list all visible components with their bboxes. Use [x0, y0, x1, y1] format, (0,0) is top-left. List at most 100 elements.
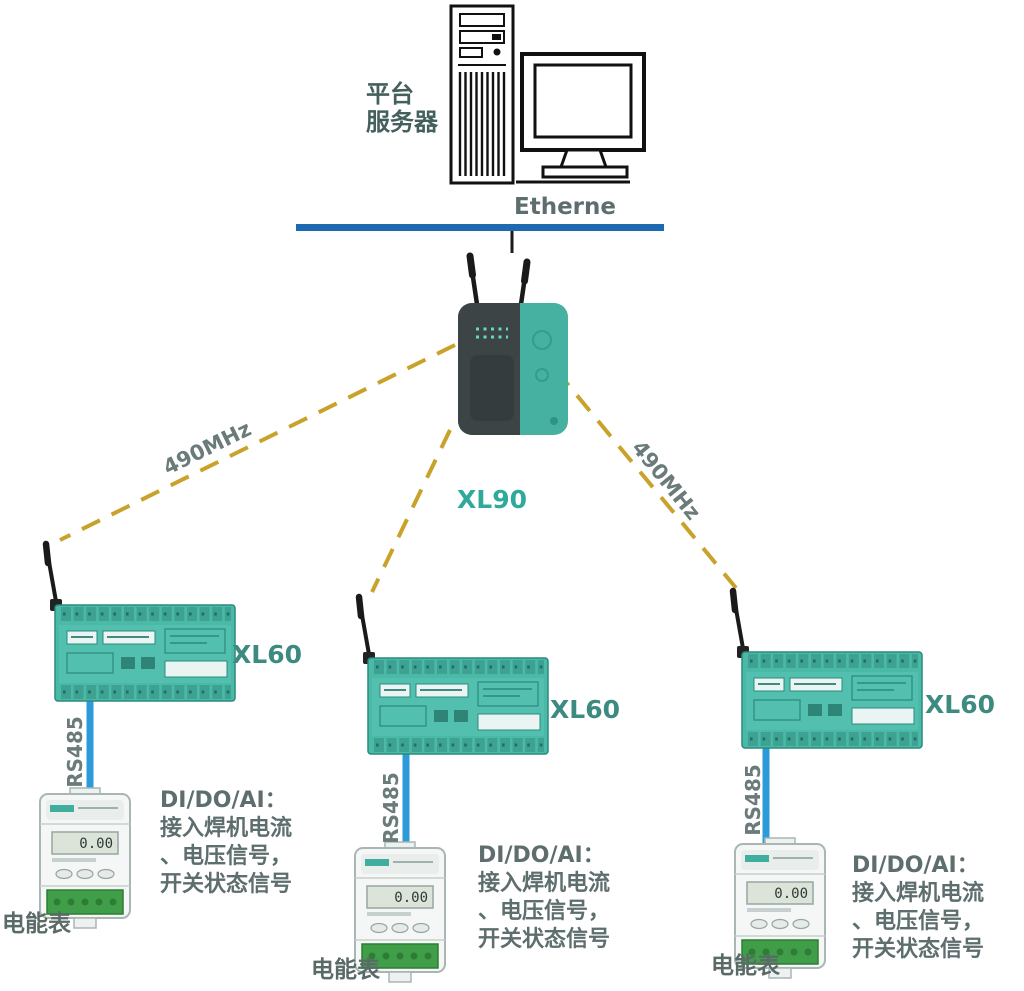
- controller-device-xl60-right: [729, 587, 923, 749]
- meter-button: [412, 922, 430, 934]
- terminal-screw: [410, 952, 418, 960]
- wireless-link-middle: [370, 429, 452, 593]
- gateway-panel-inset: [470, 355, 514, 421]
- server-label: 平台 服务器: [366, 80, 438, 136]
- print-block: [379, 705, 427, 727]
- drive-button: [492, 34, 501, 40]
- label-plate: [164, 660, 228, 678]
- monitor-base: [541, 165, 629, 179]
- terminal-screw: [424, 952, 432, 960]
- label-strip: [52, 858, 96, 862]
- monitor-stand: [558, 148, 609, 169]
- power-button: [493, 48, 501, 56]
- meter-button: [55, 868, 73, 880]
- monitor: [516, 52, 646, 184]
- meter-button: [76, 868, 94, 880]
- gateway-knockout: [532, 330, 552, 350]
- controller-antenna-tip: [42, 540, 52, 567]
- server-tower: [449, 4, 515, 185]
- meter-button: [370, 922, 388, 934]
- meter-lcd-value: 0.00: [79, 836, 113, 852]
- din-clip-bottom: [768, 967, 792, 979]
- brand-mark: [50, 805, 74, 812]
- label-strip: [747, 908, 791, 912]
- terminal-screw: [81, 898, 89, 906]
- terminal-screw: [53, 898, 61, 906]
- meter-button: [750, 918, 768, 930]
- controller-antenna-tip: [355, 593, 365, 620]
- meter-label-right: 电能表: [711, 953, 780, 979]
- rs485-label-left: RS485: [63, 716, 87, 788]
- controller-label-middle: XL60: [550, 695, 620, 724]
- meter-lcd-value: 0.00: [394, 890, 428, 906]
- brand-mark: [745, 855, 769, 862]
- terminal-screw: [762, 948, 770, 956]
- vent-grille: [458, 72, 506, 176]
- terminal-screw: [368, 952, 376, 960]
- print-block: [66, 652, 114, 674]
- port: [828, 704, 842, 716]
- ethernet-label: Etherne: [514, 194, 616, 220]
- label-plate: [477, 713, 541, 731]
- print-block: [753, 699, 801, 721]
- port: [808, 704, 822, 716]
- floppy-slot: [459, 47, 483, 58]
- print-block: [851, 675, 913, 701]
- io-description-middle: DI/DO/AI： 接入焊机电流 、电压信号， 开关状态信号: [478, 843, 611, 952]
- port: [434, 710, 448, 722]
- controller-device-xl60-middle: [355, 593, 549, 755]
- energy-meter-right: 0.00: [734, 837, 826, 979]
- terminal-screw: [776, 948, 784, 956]
- print-block: [477, 681, 539, 707]
- energy-meter-left: 0.00: [39, 787, 131, 929]
- terminal-screw: [804, 948, 812, 956]
- gateway-device-xl90: [458, 252, 568, 435]
- port: [454, 710, 468, 722]
- terminal-screw: [109, 898, 117, 906]
- wireless-link-left: [59, 343, 456, 542]
- din-clip-bottom: [73, 917, 97, 929]
- rs485-label-right: RS485: [741, 764, 765, 836]
- controller-antenna-tip: [729, 587, 739, 614]
- drive-bay: [459, 13, 505, 27]
- io-description-left: DI/DO/AI： 接入焊机电流 、电压信号， 开关状态信号: [160, 788, 293, 897]
- gateway-label: XL90: [457, 485, 527, 514]
- meter-button: [771, 918, 789, 930]
- terminal-screw: [396, 952, 404, 960]
- din-clip-bottom: [388, 971, 412, 983]
- terminal-screw: [382, 952, 390, 960]
- print-block: [164, 628, 226, 654]
- meter-button: [97, 868, 115, 880]
- controller-device-xl60-left: [42, 540, 236, 702]
- gateway-antenna-right-tip: [521, 258, 531, 285]
- meter-lcd: [51, 831, 119, 855]
- gateway-antenna-left-tip: [466, 252, 476, 279]
- controller-label-right: XL60: [925, 690, 995, 719]
- meter-label-left: 电能表: [2, 911, 71, 937]
- ethernet-bus-line: [296, 224, 664, 231]
- meter-lcd: [746, 881, 814, 905]
- label-strip: [367, 912, 411, 916]
- controller-label-left: XL60: [232, 640, 302, 669]
- port: [141, 657, 155, 669]
- port: [121, 657, 135, 669]
- gateway-knockout: [535, 368, 549, 382]
- meter-button: [792, 918, 810, 930]
- terminal-screw: [67, 898, 75, 906]
- wireless-link-right: [554, 368, 738, 590]
- label-plate: [851, 707, 915, 725]
- drive-bay: [459, 30, 505, 44]
- meter-button: [391, 922, 409, 934]
- io-description-right: DI/DO/AI： 接入焊机电流 、电压信号， 开关状态信号: [852, 853, 985, 962]
- meter-lcd-value: 0.00: [774, 886, 808, 902]
- monitor-screen: [533, 63, 633, 139]
- brand-mark: [365, 859, 389, 866]
- terminal-screw: [95, 898, 103, 906]
- terminal-screw: [748, 948, 756, 956]
- gateway-screw: [550, 417, 558, 425]
- meter-label-middle: 电能表: [311, 957, 380, 983]
- terminal-screw: [790, 948, 798, 956]
- rs485-label-middle: RS485: [379, 772, 403, 844]
